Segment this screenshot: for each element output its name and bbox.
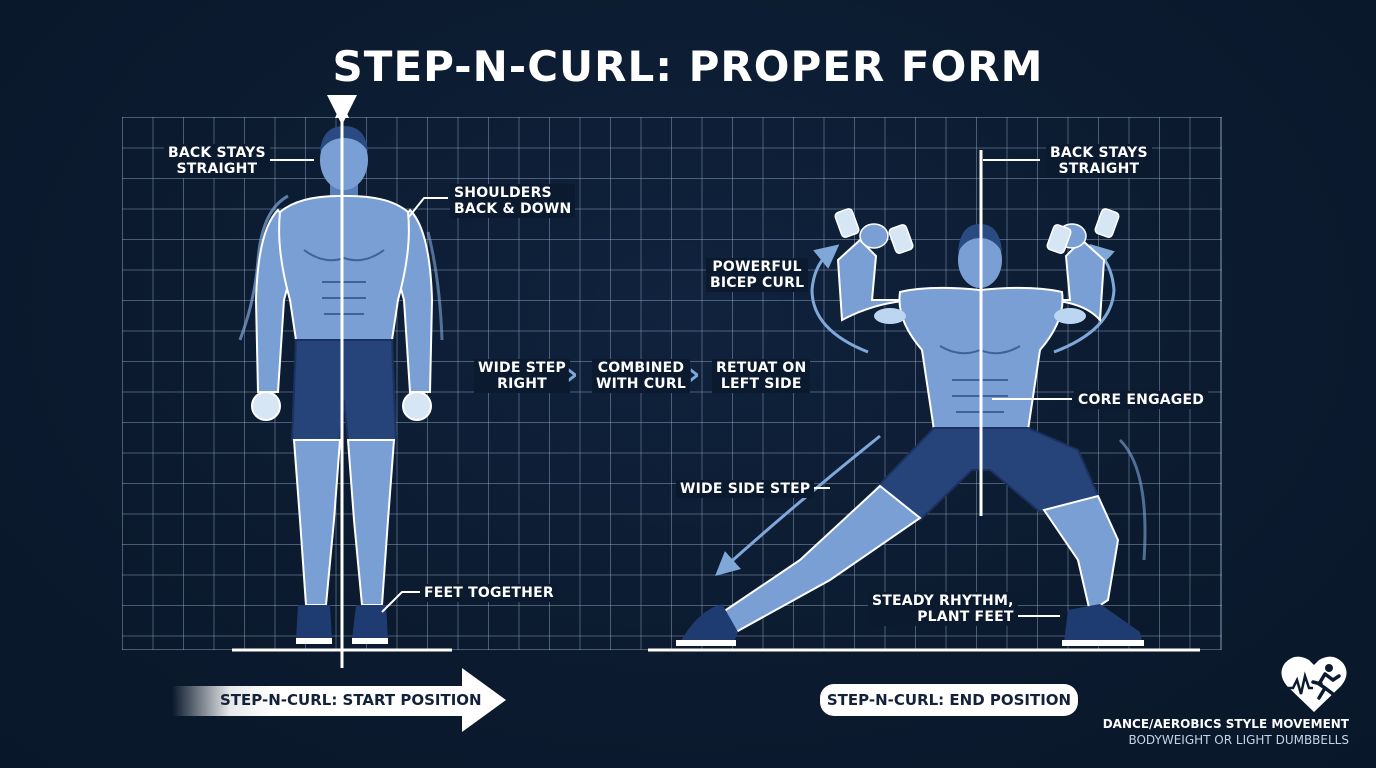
sequence-line1: RETUAT ON (716, 360, 807, 376)
callout-line1: BACK STAYS (168, 145, 266, 161)
sequence-line1: WIDE STEP (478, 360, 566, 376)
callout-line1: STEADY RHYTHM, (872, 593, 1014, 609)
callout-line2: STRAIGHT (176, 161, 258, 177)
callout-back-straight-end: BACK STAYS STRAIGHT (1046, 144, 1152, 178)
footer-equipment: BODYWEIGHT OR LIGHT DUMBBELLS (1128, 733, 1349, 747)
callout-core-engaged: CORE ENGAGED (1074, 391, 1209, 409)
chevron-right-icon: › (688, 357, 701, 392)
page-title: STEP-N-CURL: PROPER FORM (332, 42, 1044, 91)
heart-runner-icon (1279, 656, 1347, 712)
callout-line2: BICEP CURL (710, 275, 805, 291)
sequence-line2: RIGHT (497, 376, 547, 392)
sequence-step-1: WIDE STEP RIGHT (474, 359, 570, 393)
callout-line1: WIDE SIDE STEP (680, 481, 811, 497)
callout-steady-rhythm: STEADY RHYTHM, PLANT FEET (868, 592, 1018, 626)
sequence-line2: WITH CURL (596, 376, 686, 392)
callout-back-straight-start: BACK STAYS STRAIGHT (164, 144, 270, 178)
callout-bicep-curl: POWERFUL BICEP CURL (706, 258, 809, 292)
sequence-step-3: RETUAT ON LEFT SIDE (712, 359, 811, 393)
sequence-line1: COMBINED (597, 360, 685, 376)
footer-movement-style: DANCE/AEROBICS STYLE MOVEMENT (1102, 717, 1349, 731)
callout-line1: SHOULDERS (454, 185, 552, 201)
start-position-label: STEP-N-CURL: START POSITION (220, 691, 482, 709)
start-position-banner: STEP-N-CURL: START POSITION (172, 668, 508, 732)
callout-line1: FEET TOGETHER (424, 585, 554, 601)
callout-line1: BACK STAYS (1050, 145, 1148, 161)
callout-line2: STRAIGHT (1058, 161, 1140, 177)
end-position-figure (648, 150, 1200, 652)
callout-line2: PLANT FEET (917, 609, 1014, 625)
banner-arrow-body (172, 686, 462, 716)
chevron-right-icon: › (566, 357, 579, 392)
end-position-label: STEP-N-CURL: END POSITION (820, 684, 1078, 716)
callout-line2: BACK & DOWN (454, 201, 572, 217)
sequence-line2: LEFT SIDE (720, 376, 802, 392)
start-position-figure (232, 95, 452, 668)
callout-wide-side-step: WIDE SIDE STEP (676, 480, 815, 498)
callout-shoulders: SHOULDERS BACK & DOWN (450, 184, 576, 218)
callout-line1: POWERFUL (712, 259, 802, 275)
callout-feet-together: FEET TOGETHER (420, 584, 558, 602)
sequence-step-2: COMBINED WITH CURL (592, 359, 690, 393)
callout-line1: CORE ENGAGED (1078, 392, 1205, 408)
arrow-right-icon (462, 668, 506, 732)
